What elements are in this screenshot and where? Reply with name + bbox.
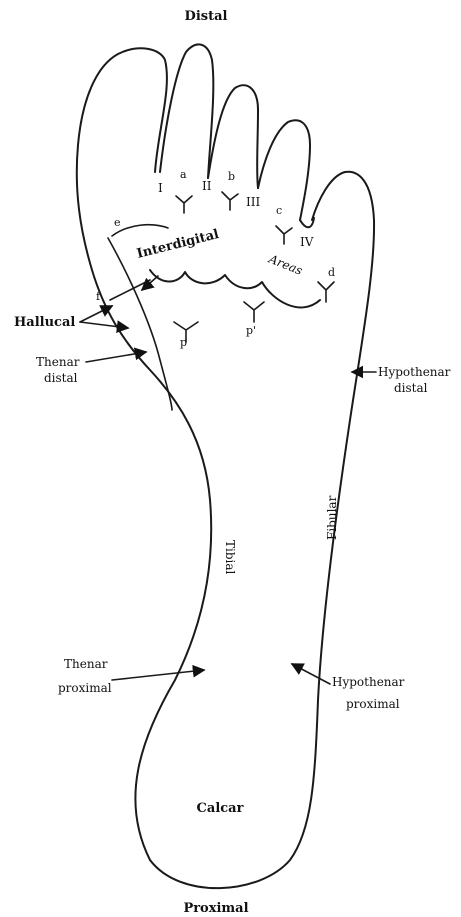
hallucal-arrow-1 xyxy=(80,322,128,328)
toe-outline-4 xyxy=(258,120,310,220)
thenar-proximal-label-1: Thenar xyxy=(64,657,108,671)
triradius-a-mark xyxy=(176,196,192,213)
triradius-a-label: a xyxy=(180,168,187,181)
proximal-label: Proximal xyxy=(183,901,248,916)
triradius-c-mark xyxy=(276,226,292,244)
triradius-d-label: d xyxy=(328,266,335,279)
tibial-label: Tibial xyxy=(223,540,237,575)
triradius-p-label: p xyxy=(180,336,187,349)
thenar-proximal-label-2: proximal xyxy=(58,681,112,695)
hypothenar-distal-label-1: Hypothenar xyxy=(378,365,451,379)
toe-outline-2 xyxy=(160,44,213,178)
thenar-proximal-arrow xyxy=(112,670,204,680)
foot-outline xyxy=(77,48,374,888)
digit-IV-label: IV xyxy=(300,235,314,249)
thenar-distal-label-1: Thenar xyxy=(36,355,80,369)
hallucal-arc-2 xyxy=(110,280,150,300)
triradius-b-mark xyxy=(222,192,238,210)
digit-III-label: III xyxy=(246,195,260,209)
triradius-d-mark xyxy=(318,282,334,302)
triradius-c-label: c xyxy=(276,204,282,217)
calcar-label: Calcar xyxy=(197,801,244,816)
fibular-label: Fibular xyxy=(325,495,339,540)
interdigital-label: Interdigital xyxy=(135,227,220,262)
digit-I-label: I xyxy=(158,181,163,195)
areas-label: Areas xyxy=(266,251,304,277)
hallucal-label: Hallucal xyxy=(14,315,75,330)
thenar-distal-arrow xyxy=(86,352,146,362)
distal-label: Distal xyxy=(185,9,228,24)
triradius-p-prime-label: p' xyxy=(246,324,256,337)
hypothenar-proximal-arrow xyxy=(292,664,330,684)
hypothenar-distal-label-2: distal xyxy=(394,381,428,395)
triradius-b-label: b xyxy=(228,170,235,183)
hallucal-arrow-2 xyxy=(80,306,112,322)
thenar-distal-label-2: distal xyxy=(44,371,78,385)
triradius-e-label: e xyxy=(114,216,121,229)
triradius-p-prime-mark xyxy=(244,302,264,322)
digit-II-label: II xyxy=(202,179,212,193)
hypothenar-proximal-label-2: proximal xyxy=(346,697,400,711)
hypothenar-proximal-label-1: Hypothenar xyxy=(332,675,405,689)
